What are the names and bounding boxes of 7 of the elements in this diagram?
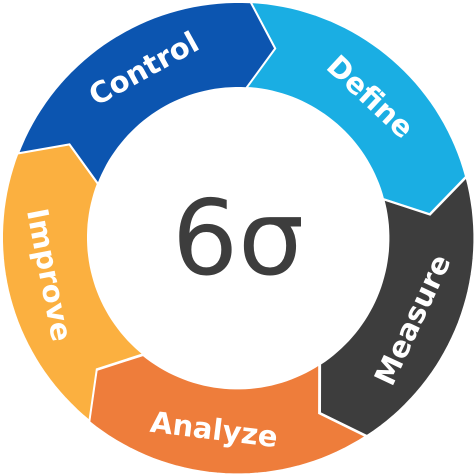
process-arrow-segment bbox=[18, 2, 275, 184]
stage-label: Analyze bbox=[149, 407, 280, 452]
process-arrow-segment bbox=[320, 176, 474, 436]
stage-label: Improve bbox=[21, 206, 76, 344]
process-arrow-segment bbox=[2, 144, 144, 422]
process-arrow-segment bbox=[89, 354, 367, 474]
center-symbol: 6σ bbox=[172, 186, 304, 290]
